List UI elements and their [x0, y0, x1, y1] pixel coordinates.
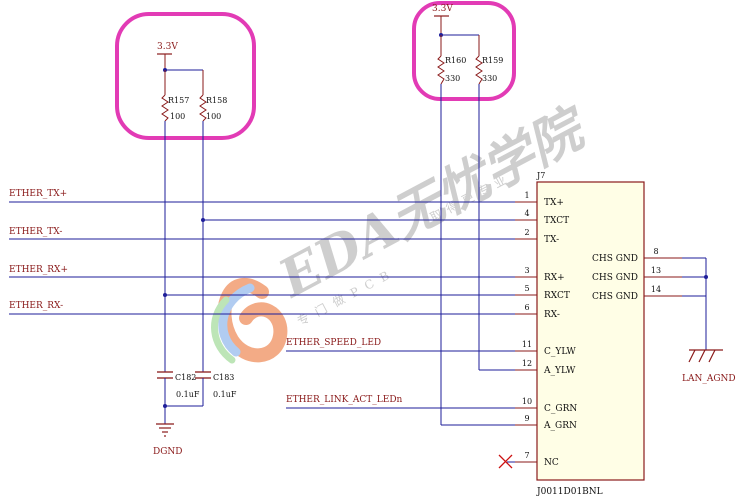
j7-pin-number: 5 [524, 284, 529, 293]
j7-pin-number: 10 [522, 397, 532, 406]
j7-pin-number: 12 [522, 359, 532, 368]
r158-value: 100 [206, 112, 221, 121]
watermark-logo [211, 278, 288, 364]
j7-pin-name: C_YLW [544, 347, 577, 357]
j7-pin: 2TX- [515, 228, 559, 245]
j7-pin-number: 9 [524, 414, 529, 423]
c183-ref: C183 [213, 373, 234, 382]
r160-value: 330 [445, 74, 460, 83]
left-supply-label: 3.3V [157, 42, 178, 52]
decoupling-caps: C182 0.1uF C183 0.1uF DGND [153, 371, 237, 457]
capacitor-c182: C182 0.1uF [157, 371, 200, 399]
j7-pin: 11C_YLW [515, 340, 577, 357]
j7-ref: J7 [536, 171, 545, 180]
net-tx-minus: ETHER_TX- [9, 227, 62, 237]
resistor-r157: R157 100 [161, 94, 189, 122]
net-rx-plus: ETHER_RX+ [9, 265, 68, 275]
j7-pin-name: TX+ [544, 198, 564, 208]
j7-chs-pin-number: 14 [651, 285, 661, 294]
left-power-section: 3.3V R157 100 R158 100 [157, 42, 227, 372]
j7-pin-name: C_GRN [544, 404, 577, 414]
j7-chs-pin-name: CHS GND [592, 254, 638, 264]
net-speed-led: ETHER_SPEED_LED [286, 338, 381, 348]
j7-pin-number: 2 [524, 228, 529, 237]
j7-pin-name: A_YLW [543, 366, 576, 376]
j7-part-number: J0011D01BNL [536, 487, 603, 497]
highlight-box-left [115, 12, 256, 140]
j7-pin-number: 6 [524, 303, 529, 312]
r157-value: 100 [170, 112, 185, 121]
j7-body [536, 181, 645, 481]
nc-marker-icon [498, 454, 513, 469]
j7-pin-name: RXCT [544, 291, 570, 301]
dgnd-symbol-icon [156, 423, 174, 437]
j7-pin: 3RX+ [515, 266, 565, 283]
highlight-box-right [412, 1, 516, 101]
j7-pin: 12A_YLW [515, 359, 576, 376]
j7-pin: 7NC [515, 451, 559, 468]
dgnd-label: DGND [153, 447, 183, 457]
j7-chs-pin-number: 8 [653, 247, 658, 256]
right-supply-label: 3.3V [432, 4, 453, 14]
net-link-act-led: ETHER_LINK_ACT_LEDn [286, 395, 403, 405]
r159-ref: R159 [482, 56, 503, 65]
r157-ref: R157 [168, 96, 189, 105]
j7-chs-pin-name: CHS GND [592, 273, 638, 283]
connector-j7: J7 J0011D01BNL 1TX+4TXCT2TX-3RX+5RXCT6RX… [515, 171, 682, 497]
j7-chs-pin-name: CHS GND [592, 292, 638, 302]
j7-pin-name: TX- [544, 235, 559, 245]
lan-agnd-label: LAN_AGND [682, 374, 736, 384]
chassis-ground: LAN_AGND [682, 257, 736, 384]
j7-pin-number: 7 [524, 451, 529, 460]
j7-pin-name: RX+ [544, 273, 565, 283]
j7-pin: 1TX+ [515, 191, 564, 208]
j7-pin: 6RX- [515, 303, 560, 320]
capacitor-c183: C183 0.1uF [195, 371, 237, 399]
j7-pin-number: 11 [522, 340, 532, 349]
ether-nets: ETHER_TX+ ETHER_TX- ETHER_RX+ ETHER_RX- … [9, 189, 523, 469]
j7-pin: 10C_GRN [515, 397, 577, 414]
j7-pin-name: RX- [544, 310, 560, 320]
resistor-r160: R160 330 [437, 55, 466, 85]
j7-pin: 9A_GRN [515, 414, 577, 431]
right-power-section: 3.3V R160 330 R159 330 [432, 4, 503, 425]
net-rx-minus: ETHER_RX- [9, 301, 63, 311]
j7-pin-name: TXCT [544, 216, 569, 226]
c182-ref: C182 [175, 373, 196, 382]
j7-pin-name: NC [544, 458, 559, 468]
j7-chs-pin-number: 13 [651, 266, 661, 275]
j7-pin-number: 3 [524, 266, 529, 275]
resistor-r159: R159 330 [475, 55, 503, 85]
c182-value: 0.1uF [176, 390, 200, 399]
r158-ref: R158 [206, 96, 227, 105]
c183-value: 0.1uF [213, 390, 237, 399]
j7-pin-name: A_GRN [543, 421, 577, 431]
net-tx-plus: ETHER_TX+ [9, 189, 67, 199]
j7-pin-number: 4 [524, 209, 529, 218]
r159-value: 330 [482, 74, 497, 83]
j7-left-pins: 1TX+4TXCT2TX-3RX+5RXCT6RX-11C_YLW12A_YLW… [515, 191, 577, 468]
r160-ref: R160 [445, 56, 466, 65]
resistor-r158: R158 100 [199, 94, 227, 122]
lan-agnd-symbol-icon [688, 349, 723, 363]
j7-pin-number: 1 [524, 191, 529, 200]
